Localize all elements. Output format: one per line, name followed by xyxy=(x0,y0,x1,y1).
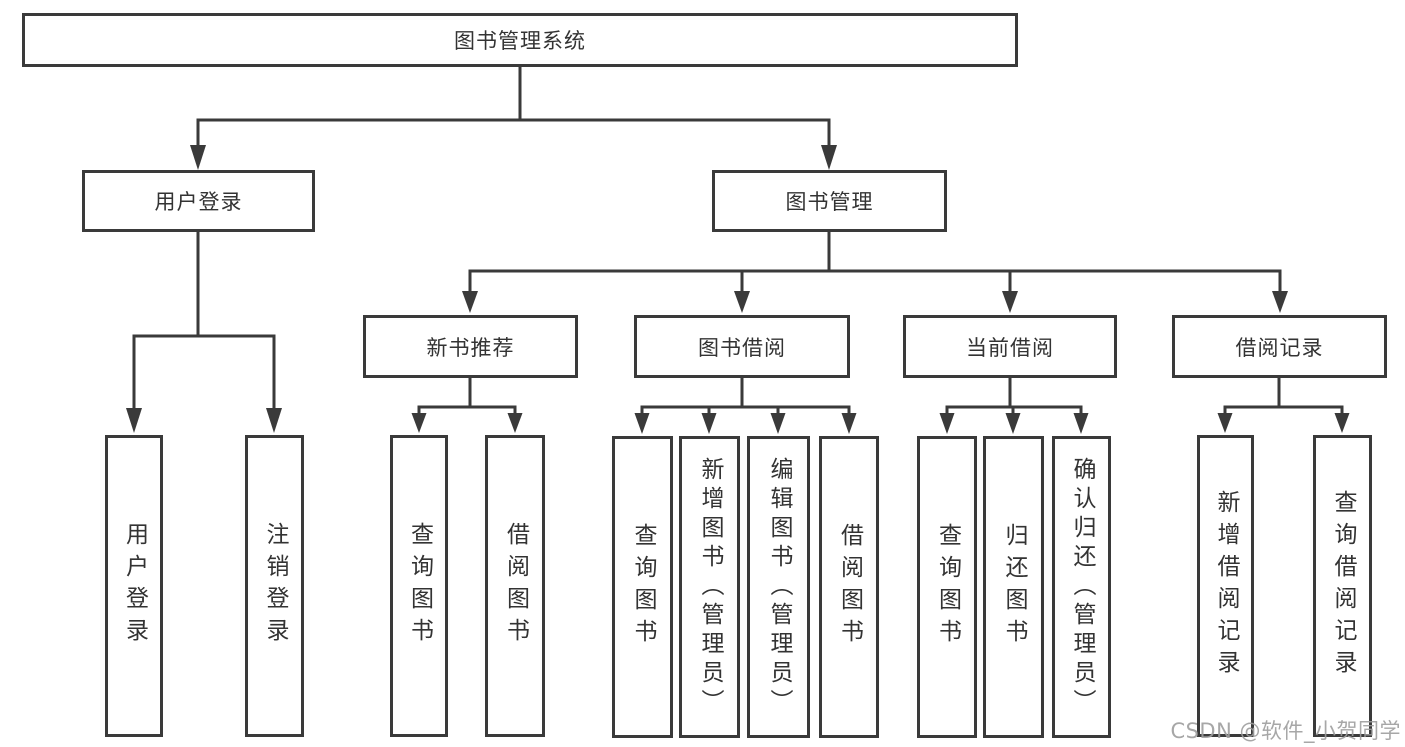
leaf-return-book: 归还图书 xyxy=(983,436,1044,738)
leaf-edit-book-admin: 编辑图书（管理员） xyxy=(747,436,810,738)
leaf-add-borrow-record: 新增借阅记录 xyxy=(1197,435,1254,737)
leaf-logout: 注销登录 xyxy=(245,435,304,737)
node-current-borrow: 当前借阅 xyxy=(903,315,1117,378)
node-new-book-recommend: 新书推荐 xyxy=(363,315,578,378)
leaf-query-borrow-record: 查询借阅记录 xyxy=(1313,435,1372,737)
csdn-watermark: CSDN @软件_小贺同学 xyxy=(1170,719,1401,743)
leaf-user-login: 用户登录 xyxy=(105,435,163,737)
node-book-borrow: 图书借阅 xyxy=(634,315,850,378)
connector-management-to-level3 xyxy=(462,231,1288,313)
node-root-system: 图书管理系统 xyxy=(22,13,1018,67)
node-book-management: 图书管理 xyxy=(712,170,947,232)
connector-root-to-level2 xyxy=(190,66,837,170)
connector-recommend-to-leaves xyxy=(411,377,523,433)
connector-current-to-leaves xyxy=(939,377,1089,434)
leaf-borrow-book: 借阅图书 xyxy=(819,436,879,738)
connector-borrow-to-leaves xyxy=(634,377,857,434)
leaf-confirm-return-admin: 确认归还（管理员） xyxy=(1052,436,1111,738)
leaf-query-book-recommend: 查询图书 xyxy=(390,435,448,737)
leaf-add-book-admin: 新增图书（管理员） xyxy=(679,436,740,738)
leaf-query-book-current: 查询图书 xyxy=(917,436,977,738)
connector-login-to-leaves xyxy=(126,231,282,433)
node-borrow-records: 借阅记录 xyxy=(1172,315,1387,378)
connector-records-to-leaves xyxy=(1217,377,1350,433)
node-user-login: 用户登录 xyxy=(82,170,315,232)
leaf-borrow-book-recommend: 借阅图书 xyxy=(485,435,545,737)
leaf-query-book-borrow: 查询图书 xyxy=(612,436,673,738)
